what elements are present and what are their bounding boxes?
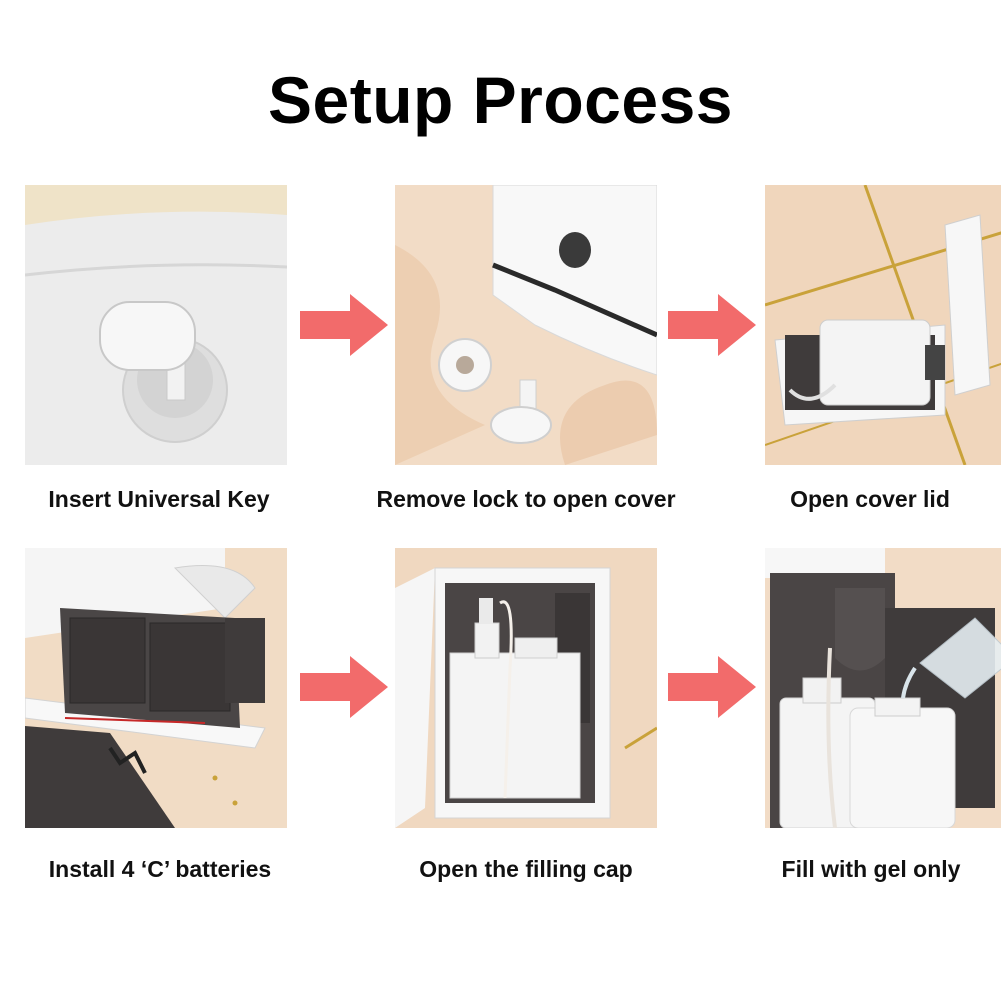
step-5-photo-filling-cap bbox=[395, 548, 657, 828]
arrow-right-icon bbox=[668, 294, 756, 356]
arrow-right-icon bbox=[300, 656, 388, 718]
step-4-caption: Install 4 ‘C’ batteries bbox=[48, 856, 272, 882]
step-1-photo-insert-key bbox=[25, 185, 287, 465]
step-5-caption: Open the filling cap bbox=[419, 856, 633, 882]
step-1-caption: Insert Universal Key bbox=[48, 486, 270, 512]
step-6-caption: Fill with gel only bbox=[781, 856, 961, 882]
step-3-caption: Open cover lid bbox=[790, 486, 950, 512]
step-2-caption: Remove lock to open cover bbox=[376, 486, 676, 512]
arrow-right-icon bbox=[300, 294, 388, 356]
step-3-photo-open-lid bbox=[765, 185, 1001, 465]
step-4-photo-batteries bbox=[25, 548, 287, 828]
arrow-right-icon bbox=[668, 656, 756, 718]
step-6-photo-fill-gel bbox=[765, 548, 1001, 828]
page-title: Setup Process bbox=[267, 63, 734, 137]
step-2-photo-remove-lock bbox=[395, 185, 657, 465]
